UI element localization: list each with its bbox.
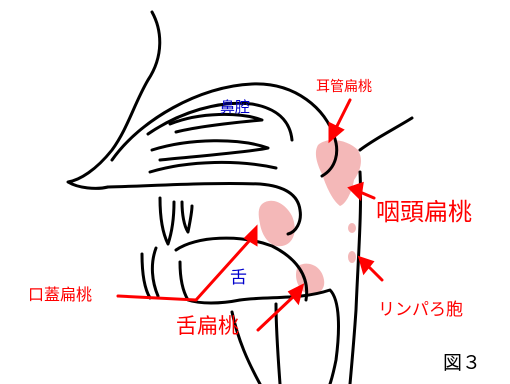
- lymph-follicle-1: [348, 223, 356, 233]
- lower-teeth: [142, 254, 150, 298]
- eustachian-tonsil-label: 耳管扁桃: [316, 80, 372, 94]
- posterior-wall-down: [350, 172, 361, 384]
- lymph-follicle-2: [348, 251, 356, 263]
- lower-turbinate: [150, 162, 276, 172]
- figure-number: 図３: [443, 354, 481, 373]
- upper-turbinate: [170, 114, 262, 132]
- palatine-tonsil-label: 口蓋扁桃: [28, 287, 92, 303]
- tongue-label: 舌: [230, 270, 247, 287]
- lower-lip-chin: [152, 248, 158, 296]
- epiglottis-line: [276, 304, 280, 384]
- upper-teeth: [160, 198, 174, 244]
- face-profile: [68, 12, 160, 188]
- middle-turbinate: [152, 141, 268, 160]
- pharyngeal-tonsil-arrowhead: [350, 184, 362, 198]
- lingual-tonsil-label: 舌扁桃: [176, 316, 239, 337]
- lymph-follicle-arrow: [368, 266, 382, 280]
- pharyngeal-tonsil-label: 咽頭扁桃: [376, 200, 472, 224]
- tonsil-regions: [259, 140, 361, 294]
- floor-of-mouth: [240, 290, 338, 384]
- nasal-cavity-label: 鼻腔: [220, 100, 250, 115]
- posterior-pharyngeal-wall: [360, 118, 412, 150]
- upper-teeth-2: [182, 202, 192, 232]
- lymph-follicle-label: リンパろ胞: [378, 302, 463, 319]
- eustachian-tonsil-region: [316, 140, 361, 206]
- palatine-tonsil-region: [259, 201, 295, 246]
- eustachian-tonsil-arrow: [336, 100, 350, 128]
